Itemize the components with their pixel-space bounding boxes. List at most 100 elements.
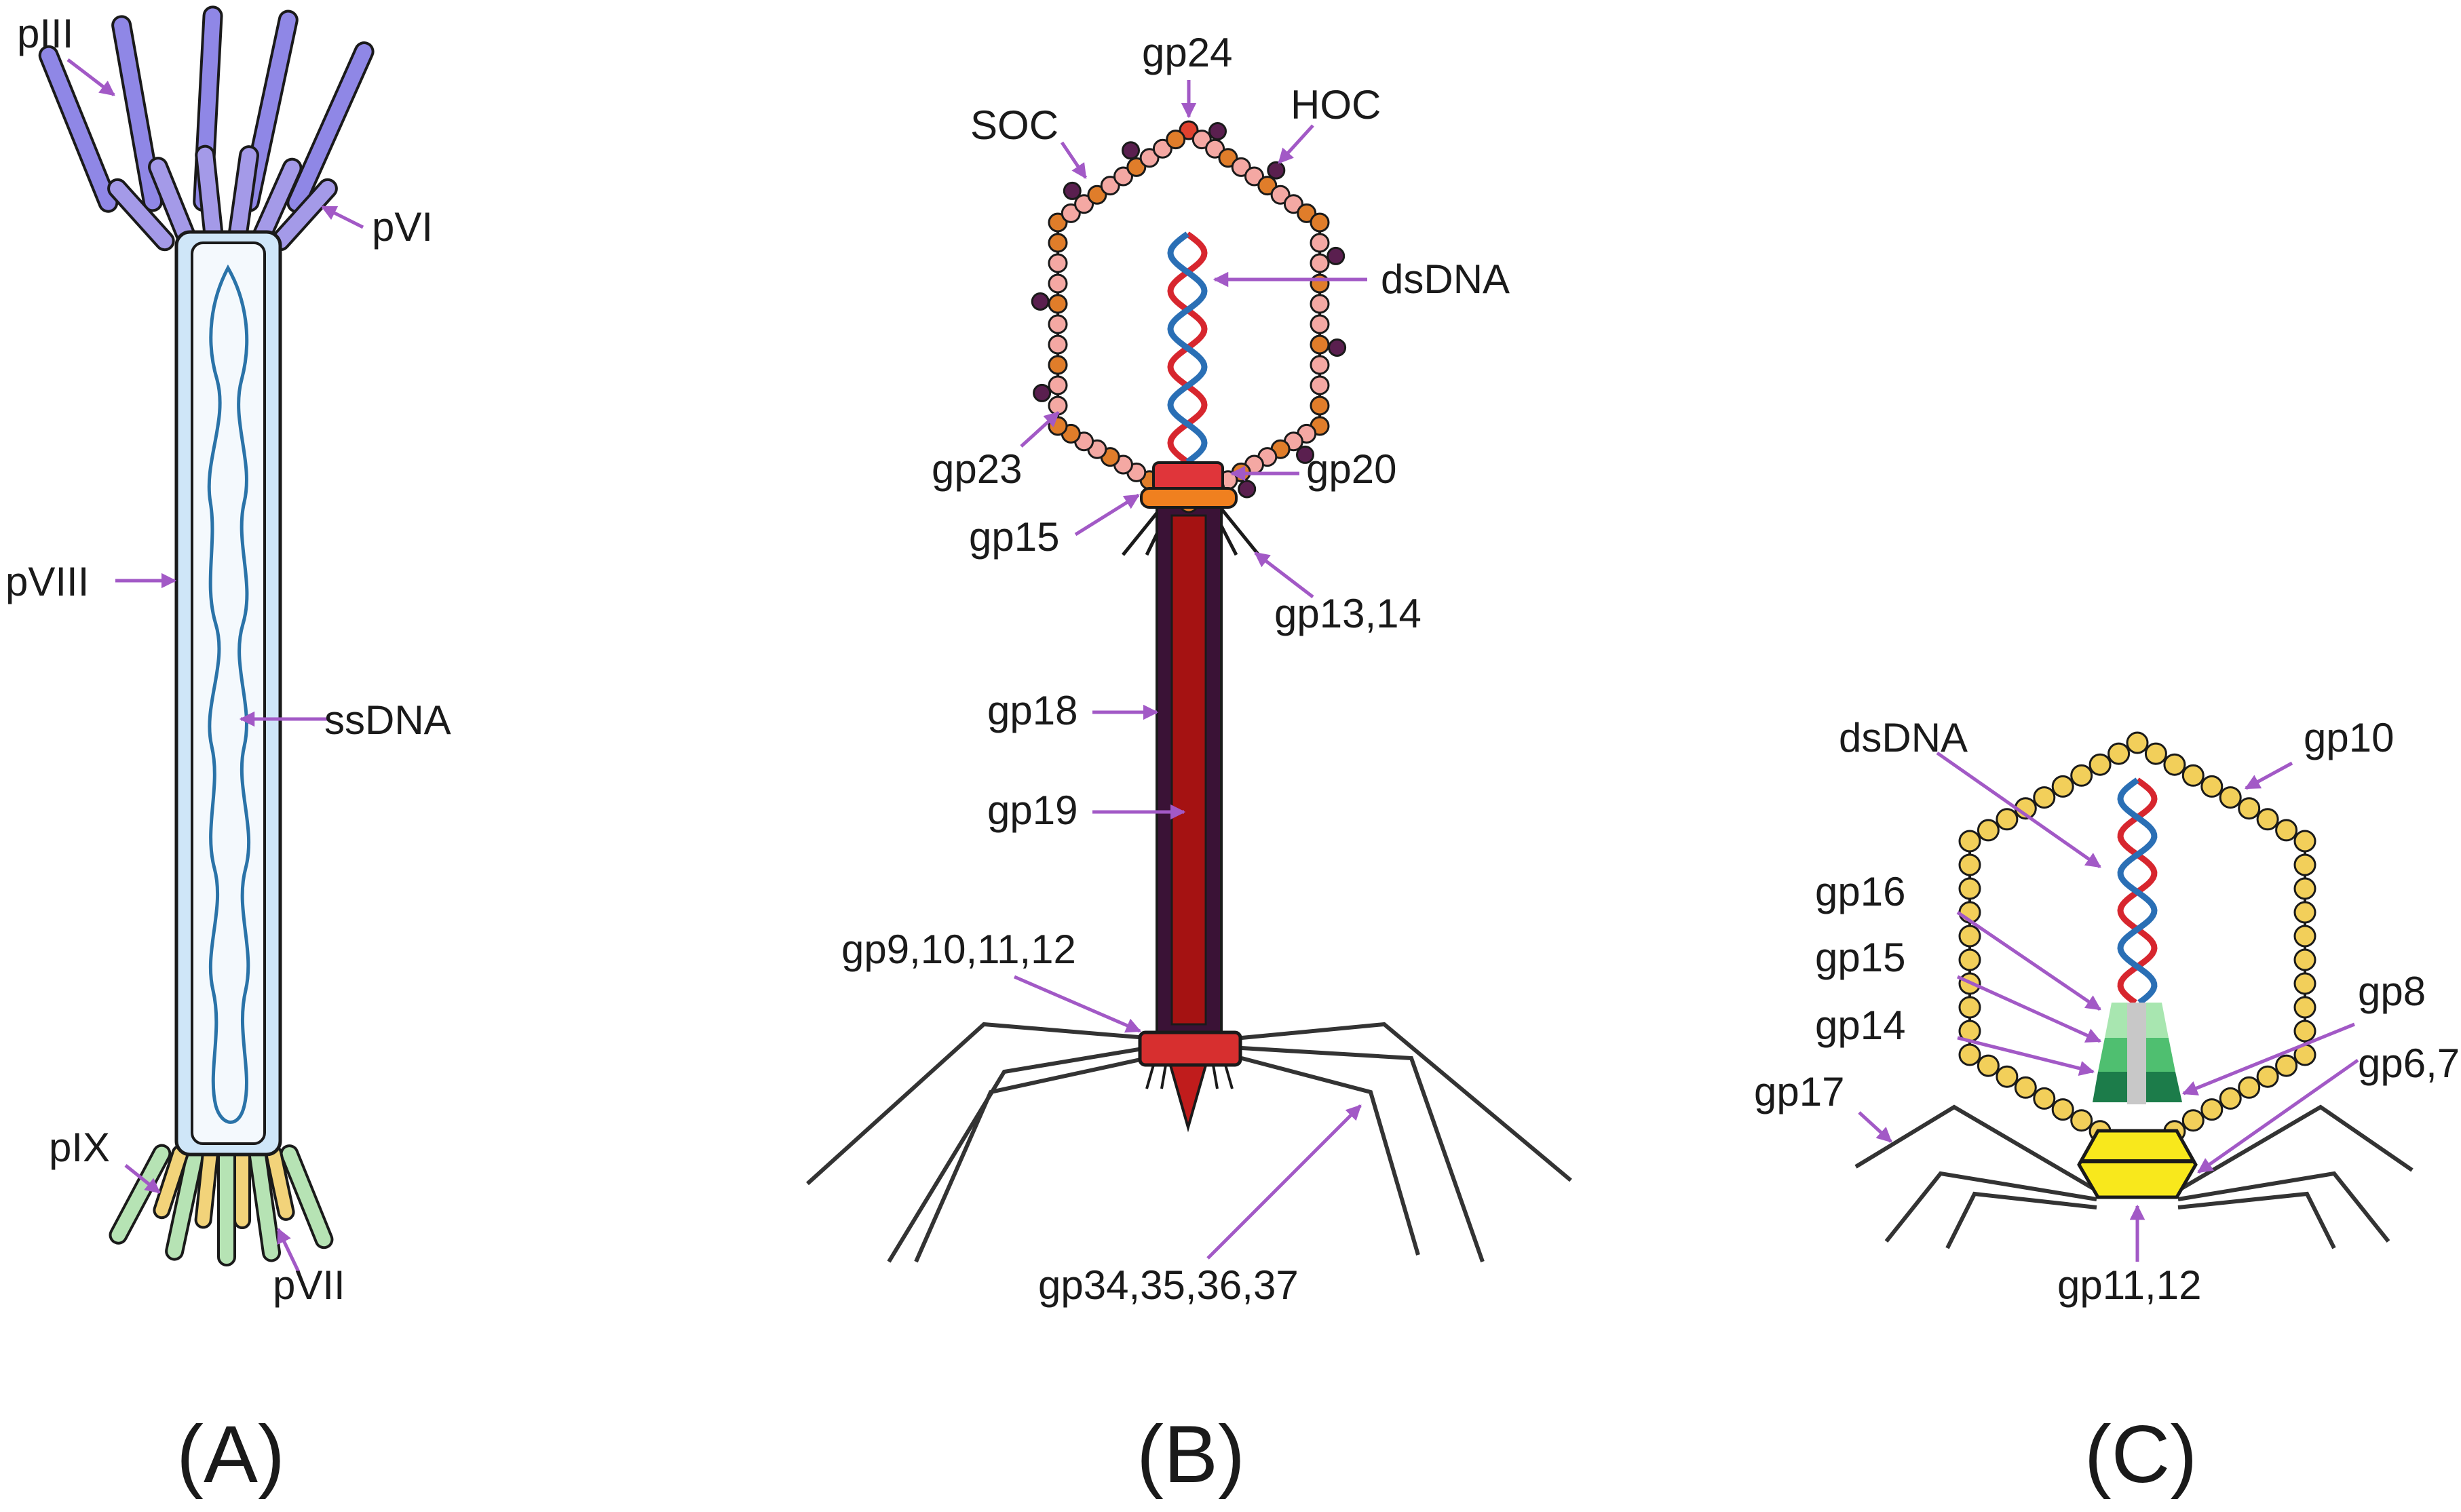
- soc-gp23-bead: [1152, 138, 1172, 159]
- pvi-proteins: [107, 144, 338, 252]
- gp10-bead: [2293, 948, 2316, 971]
- soc-gp23-bead: [1100, 176, 1120, 196]
- label-gp14: gp14: [1815, 1003, 1905, 1048]
- hoc-protein: [1033, 383, 1052, 402]
- gp10-bead: [2200, 1098, 2224, 1121]
- hoc-protein: [1063, 181, 1082, 200]
- soc-gp23-bead: [1048, 212, 1068, 233]
- label-gp17: gp17: [1754, 1069, 1844, 1114]
- baseplate-spike: [1166, 1057, 1210, 1133]
- gp10-bead: [2014, 1076, 2037, 1099]
- gp10-bead: [2181, 764, 2205, 787]
- soc-gp23-bead: [1257, 176, 1278, 196]
- gp10-bead: [1958, 853, 1981, 876]
- gp10-bead: [2051, 775, 2074, 798]
- soc-gp23-bead: [1048, 355, 1068, 375]
- soc-gp23-bead: [1061, 203, 1081, 223]
- gp10-bead: [2293, 925, 2316, 948]
- gp10-bead: [1958, 1043, 1981, 1066]
- annotation-arrows: [66, 58, 2359, 1273]
- label-dsdna-c: dsDNA: [1839, 715, 1968, 760]
- gp10-bead: [2126, 731, 2149, 754]
- soc-gp23-bead: [1310, 212, 1330, 233]
- hoc-protein: [1238, 480, 1257, 499]
- gp10-bead: [2293, 901, 2316, 924]
- gp10-bead: [2293, 853, 2316, 876]
- soc-gp23-bead: [1074, 194, 1094, 214]
- gp8-core-gray: [2127, 1003, 2146, 1104]
- soc-gp23-bead: [1310, 395, 1330, 416]
- label-soc: SOC: [970, 102, 1058, 148]
- label-gp16: gp16: [1815, 869, 1905, 914]
- gp10-bead: [1996, 808, 2019, 831]
- gp10-bead: [2070, 1109, 2093, 1132]
- gp20-portal: [1152, 461, 1224, 492]
- soc-gp23-bead: [1310, 294, 1330, 314]
- label-gp9-12: gp9,10,11,12: [841, 927, 1076, 972]
- t4-dsdna-helix: [1167, 231, 1208, 465]
- gp10-bead: [2256, 808, 2279, 831]
- soc-gp23-bead: [1139, 148, 1160, 168]
- gp19-tube: [1170, 514, 1207, 1026]
- soc-gp23-bead: [1048, 375, 1068, 395]
- label-gp15-c: gp15: [1815, 935, 1905, 980]
- soc-gp23-bead: [1283, 194, 1303, 214]
- soc-gp23-bead: [1310, 253, 1330, 273]
- gp10-bead: [2181, 1109, 2205, 1132]
- soc-gp23-bead: [1191, 130, 1212, 150]
- label-pviii: pVIII: [5, 559, 89, 604]
- gp10-bead: [2293, 1020, 2316, 1043]
- gp10-bead: [1958, 996, 1981, 1019]
- soc-gp23-bead: [1231, 157, 1251, 177]
- gp9-12-baseplate: [1138, 1030, 1242, 1067]
- soc-gp23-bead: [1244, 166, 1264, 187]
- gp10-bead: [2293, 877, 2316, 900]
- t7-dsdna-helix: [2117, 777, 2158, 1005]
- label-hoc: HOC: [1291, 82, 1381, 128]
- hoc-protein: [1296, 445, 1314, 464]
- gp10-bead: [2293, 972, 2316, 995]
- gp10-bead: [2051, 1098, 2074, 1121]
- label-gp11-12: gp11,12: [2057, 1262, 2201, 1308]
- gp10-bead: [1958, 948, 1981, 971]
- gp10-bead: [1977, 1054, 2000, 1077]
- caption-b: (B): [1137, 1409, 1245, 1500]
- label-gp24: gp24: [1142, 30, 1232, 75]
- soc-gp23-bead: [1297, 203, 1317, 223]
- gp10-bead: [2144, 742, 2167, 765]
- panel-c-t7-phage: [1854, 731, 2414, 1249]
- gp10-bead: [2238, 797, 2261, 820]
- soc-gp23-bead: [1048, 294, 1068, 314]
- gp10-bead: [1958, 830, 1981, 853]
- label-gp15-b: gp15: [969, 514, 1059, 560]
- label-gp20: gp20: [1306, 446, 1396, 492]
- label-pvi: pVI: [372, 204, 433, 250]
- hoc-protein: [1122, 141, 1140, 160]
- pix-proteins: [109, 1144, 334, 1266]
- gp10-bead: [2238, 1076, 2261, 1099]
- soc-gp23-bead: [1048, 334, 1068, 355]
- label-gp6-7: gp6,7: [2358, 1041, 2460, 1086]
- gp10-bead: [2200, 775, 2224, 798]
- t4-tail-fibers: [805, 1022, 1572, 1263]
- soc-gp23-bead: [1310, 314, 1330, 334]
- label-gp23: gp23: [932, 446, 1022, 492]
- gp10-bead: [2070, 764, 2093, 787]
- label-pvii: pVII: [273, 1262, 345, 1308]
- gp10-bead: [2219, 1087, 2242, 1110]
- soc-gp23-bead: [1270, 185, 1291, 205]
- soc-gp23-bead: [1048, 253, 1068, 273]
- label-gp8: gp8: [2358, 969, 2426, 1014]
- soc-gp23-bead: [1113, 166, 1133, 187]
- gp10-bead: [2219, 786, 2242, 809]
- gp10-bead: [2088, 753, 2112, 776]
- hoc-protein: [1328, 338, 1347, 357]
- label-piii: pIII: [17, 11, 73, 56]
- hoc-protein: [1327, 246, 1346, 265]
- gp10-bead: [2033, 1087, 2056, 1110]
- label-ssdna: ssDNA: [324, 697, 451, 743]
- gp10-bead: [2293, 996, 2316, 1019]
- t7-capsid-beads: [1958, 731, 2316, 1165]
- gp15-ring: [1140, 487, 1238, 509]
